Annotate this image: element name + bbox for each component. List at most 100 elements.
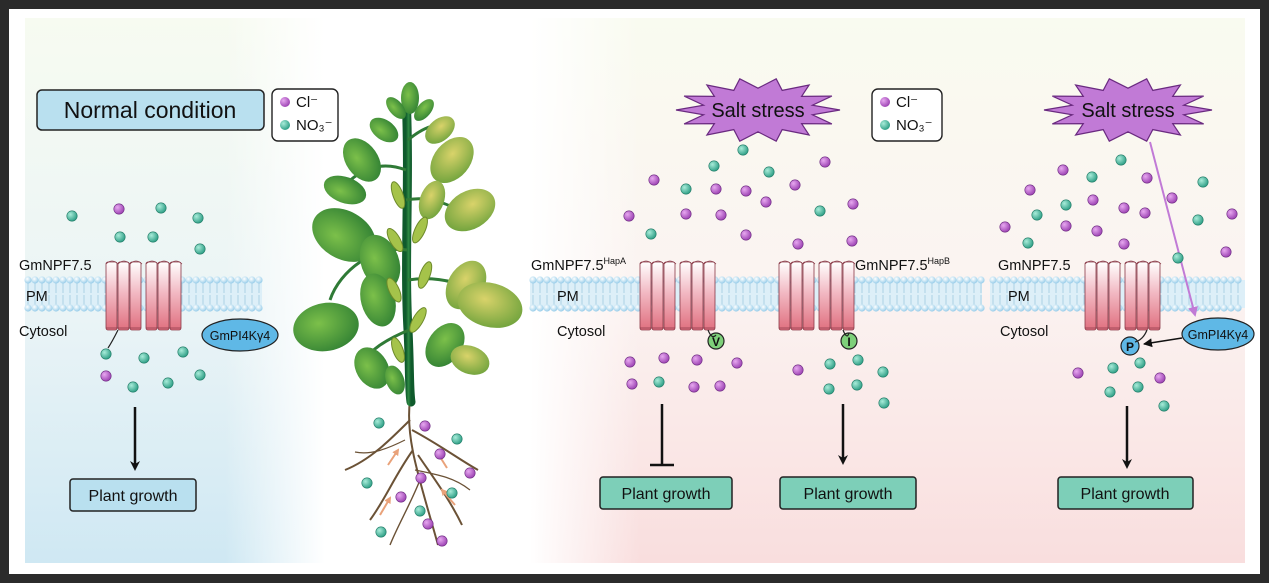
helix — [1108, 261, 1121, 331]
chloride-ion — [1118, 238, 1130, 250]
hapB-outcome-label: Plant growth — [804, 486, 893, 503]
c-terminal-tail — [707, 329, 717, 338]
lipid-head — [914, 304, 922, 312]
lipid-head — [255, 304, 263, 312]
helix — [663, 261, 676, 331]
kinase-panel-cytosol-label: Cytosol — [1000, 324, 1048, 340]
lipid-head — [45, 276, 53, 284]
chloride-ion — [1154, 372, 1166, 384]
nitrate-ion — [155, 202, 167, 214]
lipid-head — [31, 304, 39, 312]
helix — [169, 261, 182, 331]
nitrate-ion — [680, 183, 692, 195]
lipid-head — [571, 304, 579, 312]
lipid-head — [879, 276, 887, 284]
nitrate-ion — [823, 383, 835, 395]
lipid-head — [87, 304, 95, 312]
lipid-head — [1010, 304, 1018, 312]
normal-outcome-label: Plant growth — [89, 488, 178, 505]
chloride-ion — [1220, 246, 1232, 258]
lipid-head — [1220, 304, 1228, 312]
helix — [639, 261, 652, 331]
lipid-head — [585, 276, 593, 284]
chloride-ion — [846, 235, 858, 247]
kinase-panel-kinase — [1181, 317, 1255, 351]
lipid-head — [921, 304, 929, 312]
chloride-ion — [419, 420, 431, 432]
helix — [651, 261, 664, 331]
lipid-head — [739, 304, 747, 312]
nitrate-ion — [1192, 214, 1204, 226]
nitrate-ion — [147, 231, 159, 243]
chloride-ion — [792, 238, 804, 250]
lipid-head — [550, 276, 558, 284]
lipid-head — [996, 304, 1004, 312]
lipid-head — [1213, 276, 1221, 284]
normal-channel-a — [105, 260, 143, 331]
helix — [802, 261, 815, 331]
c-terminal-tail — [1134, 329, 1148, 343]
lipid-head — [1213, 304, 1221, 312]
residue-v-label: V — [712, 335, 720, 349]
lipid-head — [1164, 304, 1172, 312]
lipid-head — [38, 276, 46, 284]
chloride-ion — [691, 354, 703, 366]
lipid-head — [220, 276, 228, 284]
kinase-channel-b — [1124, 260, 1162, 331]
lipid-head — [718, 276, 726, 284]
lipid-head — [1206, 276, 1214, 284]
legend-right: Cl⁻ NO₃⁻ — [871, 88, 943, 142]
lipid-head — [592, 304, 600, 312]
lipid-head — [956, 276, 964, 284]
transporter-channels — [105, 260, 1162, 349]
lipid-head — [185, 276, 193, 284]
lipid-head — [1171, 304, 1179, 312]
nitrate-ion — [645, 228, 657, 240]
chloride-ion — [1060, 220, 1072, 232]
lipid-head — [767, 276, 775, 284]
helix — [1084, 261, 1097, 331]
plasma-membranes — [24, 276, 1245, 312]
lipid-head — [557, 276, 565, 284]
chloride-ion — [819, 156, 831, 168]
lipid-head — [858, 276, 866, 284]
legend-left: Cl⁻ NO₃⁻ — [271, 88, 339, 142]
nitrate-ion — [162, 377, 174, 389]
lipid-head — [248, 304, 256, 312]
lipid-head — [59, 304, 67, 312]
chloride-ion — [760, 196, 772, 208]
lipid-head — [627, 276, 635, 284]
chloride-ion — [395, 491, 407, 503]
panel-salt-kinase: Salt stress GmNPF7.5 PM Cytosol GmPI4Kγ4… — [998, 77, 1255, 510]
lipid-head — [571, 276, 579, 284]
lipid-head — [963, 276, 971, 284]
hapB-channel-b — [818, 260, 856, 331]
chloride-ion — [624, 356, 636, 368]
residue-v-badge — [707, 332, 725, 350]
chloride-ion — [648, 174, 660, 186]
lipid-head — [949, 304, 957, 312]
lipid-head — [94, 276, 102, 284]
normal-title-box — [36, 89, 265, 131]
lipid-head — [620, 304, 628, 312]
membrane-bilayer — [529, 276, 985, 312]
lipid-head — [45, 304, 53, 312]
root-ions — [361, 417, 476, 547]
chloride-ion — [623, 210, 635, 222]
lipid-head — [1227, 276, 1235, 284]
lipid-head — [1059, 276, 1067, 284]
chloride-ion — [113, 203, 125, 215]
chloride-ion — [1118, 202, 1130, 214]
lipid-head — [900, 276, 908, 284]
helix-loop — [1124, 260, 1162, 265]
lipid-head — [1073, 276, 1081, 284]
hapB-channel-a — [778, 260, 816, 331]
lipid-head — [564, 276, 572, 284]
normal-outcome-box — [69, 478, 197, 512]
panel-salt-haplotypes: Salt stress GmNPF7.5HapA GmNPF7.5HapB PM… — [531, 77, 950, 510]
ions — [66, 144, 1238, 412]
lipid-head — [578, 276, 586, 284]
lipid-head — [1073, 304, 1081, 312]
chloride-ion — [422, 518, 434, 530]
lipid-head — [1059, 304, 1067, 312]
